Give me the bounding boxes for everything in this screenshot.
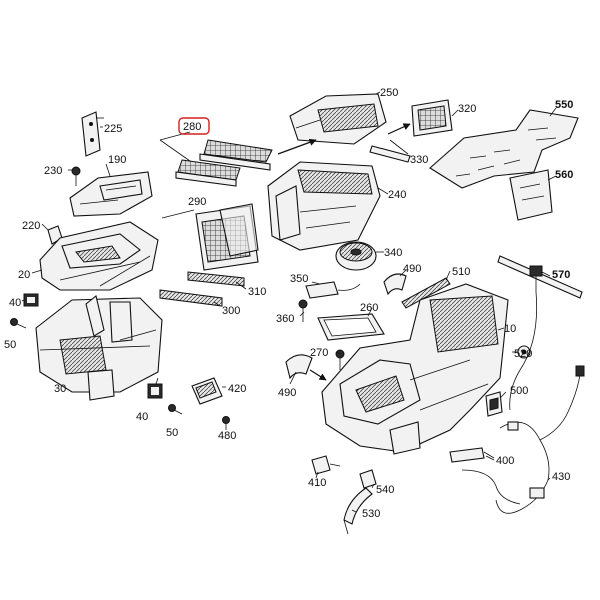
part-290-filter-element[interactable] [161,203,259,271]
label-480: 480 [218,430,236,442]
label-530: 530 [362,508,380,520]
label-240: 240 [388,189,406,201]
part-240-heater-case[interactable] [267,161,381,251]
label-330: 330 [410,154,428,166]
label-350: 350 [290,273,308,285]
part-10-main-housing[interactable] [321,283,509,455]
part-490-flap-lower[interactable] [285,354,313,380]
part-50-screw[interactable] [10,318,27,329]
part-310-filter-strip[interactable] [187,271,245,287]
part-250-evaporator-cover[interactable] [289,93,387,145]
label-550: 550 [555,99,573,111]
label-560: 560 [555,169,573,181]
label-20: 20 [18,269,30,281]
callout-labels: 225 230 190 220 20 40 50 30 40 50 420 48… [4,87,573,520]
part-225-bracket[interactable] [81,111,104,157]
label-40-upper: 40 [9,297,21,309]
label-490-lower: 490 [278,387,296,399]
part-430-wiring-harness[interactable] [461,365,585,514]
label-40-lower: 40 [136,411,148,423]
part-530-drain-hose[interactable] [343,487,373,535]
part-40-grommet[interactable] [23,293,39,307]
label-520: 520 [514,348,532,360]
label-30: 30 [54,383,66,395]
part-560-insulation-pad[interactable] [509,169,553,221]
part-20-upper-housing[interactable] [39,221,159,291]
label-500: 500 [510,385,528,397]
label-190: 190 [108,154,126,166]
label-250: 250 [380,87,398,99]
leader-lines [21,91,557,513]
label-260: 260 [360,302,378,314]
label-300: 300 [222,305,240,317]
part-260-gasket[interactable] [317,313,385,341]
part-320-cover-plate[interactable] [411,99,453,137]
part-480-screw[interactable] [222,416,230,431]
part-500-sensor[interactable] [485,391,503,417]
part-280-cabin-filter[interactable] [159,131,273,187]
label-290: 290 [188,196,206,208]
part-340-blower-motor[interactable] [335,241,377,271]
part-330-seal[interactable] [369,145,411,163]
label-510: 510 [452,266,470,278]
part-520-nut[interactable] [517,345,531,359]
arrow-filter-to-case [277,138,317,155]
label-220: 220 [22,220,40,232]
label-430: 430 [552,471,570,483]
part-230-screw[interactable] [71,166,81,186]
part-40-lower-grommet[interactable] [147,383,163,399]
label-540: 540 [376,484,394,496]
label-280: 280 [183,121,201,133]
part-50-lower-screw[interactable] [168,404,183,415]
label-225: 225 [104,123,122,135]
part-540-drain-clip[interactable] [359,469,377,489]
label-340: 340 [384,247,402,259]
part-30-lower-housing[interactable] [35,295,163,401]
label-50-lower: 50 [166,427,178,439]
part-410-connector[interactable] [311,455,341,475]
label-570: 570 [552,269,570,281]
label-230: 230 [44,165,62,177]
label-410: 410 [308,477,326,489]
part-190-vent[interactable] [69,171,153,217]
label-280-highlight [178,117,210,135]
part-300-filter-strip[interactable] [159,289,223,307]
label-420: 420 [228,383,246,395]
arrow-cover-plate [387,123,411,135]
label-10: 10 [504,323,516,335]
part-550-insulation-mat[interactable] [429,109,579,189]
label-50-upper: 50 [4,339,16,351]
label-310: 310 [248,286,266,298]
label-400: 400 [496,455,514,467]
part-510-duct[interactable] [401,277,451,309]
leader-570-harness [509,291,538,411]
label-270: 270 [310,347,328,359]
label-320: 320 [458,103,476,115]
part-360-screw[interactable] [298,299,308,322]
part-400-connector[interactable] [449,447,495,463]
part-350-resistor[interactable] [305,281,361,299]
label-490-upper: 490 [403,263,421,275]
arrow-flap-to-housing [309,369,327,381]
part-490-flap-upper[interactable] [383,273,407,296]
part-570-cable-tie[interactable] [497,255,583,299]
part-420-connector[interactable] [191,377,223,405]
label-360: 360 [276,313,294,325]
